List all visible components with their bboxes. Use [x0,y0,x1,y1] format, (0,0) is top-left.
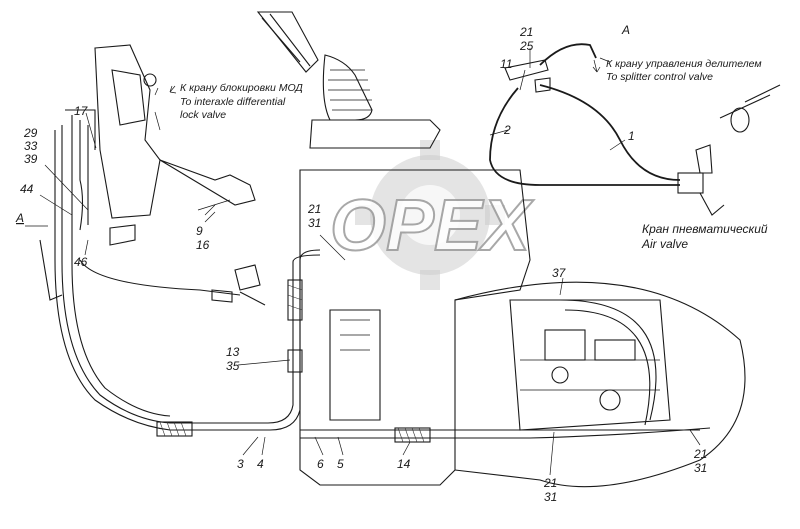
callout-33: 33 [24,139,38,153]
callout-31-right: 31 [694,461,707,475]
left-pipe-bundle [54,109,711,439]
callout-16: 16 [196,238,210,252]
callout-21-right: 21 [693,447,707,461]
air-valve [677,144,725,216]
note-interaxle-en2: lock valve [180,109,226,121]
labels: А А К крану блокировки МОД To interaxle … [15,23,768,504]
callout-6: 6 [317,457,324,471]
callout-11: 11 [500,57,512,71]
gearbox-housing [299,119,746,488]
watermark-logo: OPEX [329,140,535,290]
callout-44: 44 [20,182,34,196]
callout-46: 46 [74,255,88,269]
callout-31-bot: 31 [544,490,557,504]
callout-39: 39 [24,152,38,166]
callout-5: 5 [337,457,344,471]
view-label: А [621,23,630,37]
note-splitter-ru: К крану управления делителем [606,58,762,70]
note-splitter-en: To splitter control valve [606,71,713,83]
note-interaxle-en: To interaxle differential [180,96,286,108]
pipe-clamps [39,239,431,443]
callout-21-mid: 21 [307,202,321,216]
callout-3: 3 [237,457,244,471]
section-label: А [15,211,24,225]
watermark-text: OPEX [330,186,534,266]
splitter-hose [489,43,781,186]
callout-9: 9 [196,224,203,238]
callout-35: 35 [226,359,240,373]
callout-14: 14 [397,457,411,471]
callout-21-bot: 21 [543,476,557,490]
callout-31-mid: 31 [308,216,321,230]
callout-4: 4 [257,457,264,471]
callout-21-top: 21 [519,25,533,39]
callout-17: 17 [74,104,89,118]
callout-25-top: 25 [519,39,534,53]
gear-lever [256,11,373,121]
callout-37: 37 [552,266,567,280]
note-air-ru: Кран пневматический [642,222,768,236]
pedal-assembly [94,44,256,246]
callout-1: 1 [628,129,635,143]
direction-arrows [169,59,601,94]
callout-2: 2 [503,123,511,137]
note-air-en: Air valve [641,237,688,251]
callout-29: 29 [23,126,38,140]
note-interaxle-ru: К крану блокировки МОД [180,82,303,94]
leader-lines [25,48,701,476]
callout-13: 13 [226,345,240,359]
